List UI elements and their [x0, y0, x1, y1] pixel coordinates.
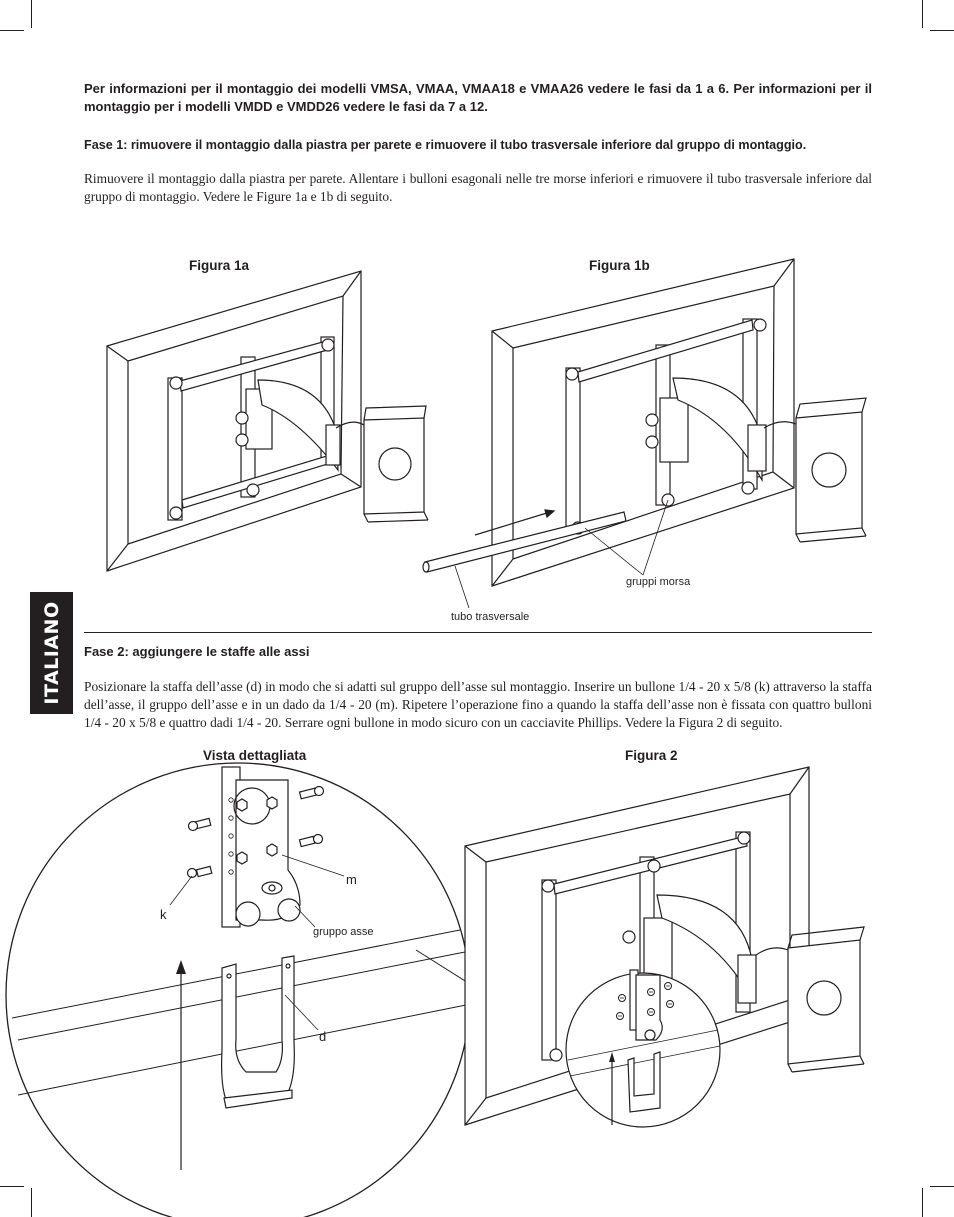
figure-2-label: Figura 2: [625, 748, 678, 763]
crop-mark: [0, 30, 24, 31]
figure-1a-drawing: [106, 270, 429, 572]
callout-clamp-groups: gruppi morsa: [626, 576, 691, 588]
step1-body: Rimuovere il montaggio dalla piastra per…: [84, 171, 872, 204]
crop-mark: [0, 1186, 24, 1187]
crop-mark: [31, 0, 32, 28]
callout-m: m: [346, 872, 357, 887]
language-tab: ITALIANO: [30, 592, 73, 714]
figure-2-drawing: [464, 766, 865, 1128]
crop-mark: [922, 1188, 923, 1217]
figure-1b-label: Figura 1b: [589, 258, 650, 273]
step1-heading: Fase 1: rimuovere il montaggio dalla pia…: [84, 138, 807, 152]
step2-body: Posizionare la staffa dell’asse (d) in m…: [84, 679, 872, 730]
crop-mark: [31, 1188, 32, 1217]
step2-heading: Fase 2: aggiungere le staffe alle assi: [84, 644, 310, 659]
figure-1b-drawing: [422, 258, 867, 609]
figure-1a-label: Figura 1a: [189, 258, 250, 273]
crop-mark: [930, 1186, 954, 1187]
callout-cross-tube: tubo trasversale: [451, 611, 530, 623]
callout-axle-group: gruppo asse: [313, 926, 374, 938]
detail-view-label: Vista dettagliata: [203, 748, 307, 763]
section-divider: [84, 632, 872, 633]
intro-paragraph: Per informazioni per il montaggio dei mo…: [84, 81, 872, 114]
crop-mark: [922, 0, 923, 28]
callout-d: d: [319, 1029, 327, 1044]
callout-k: k: [160, 907, 167, 922]
crop-mark: [930, 30, 954, 31]
